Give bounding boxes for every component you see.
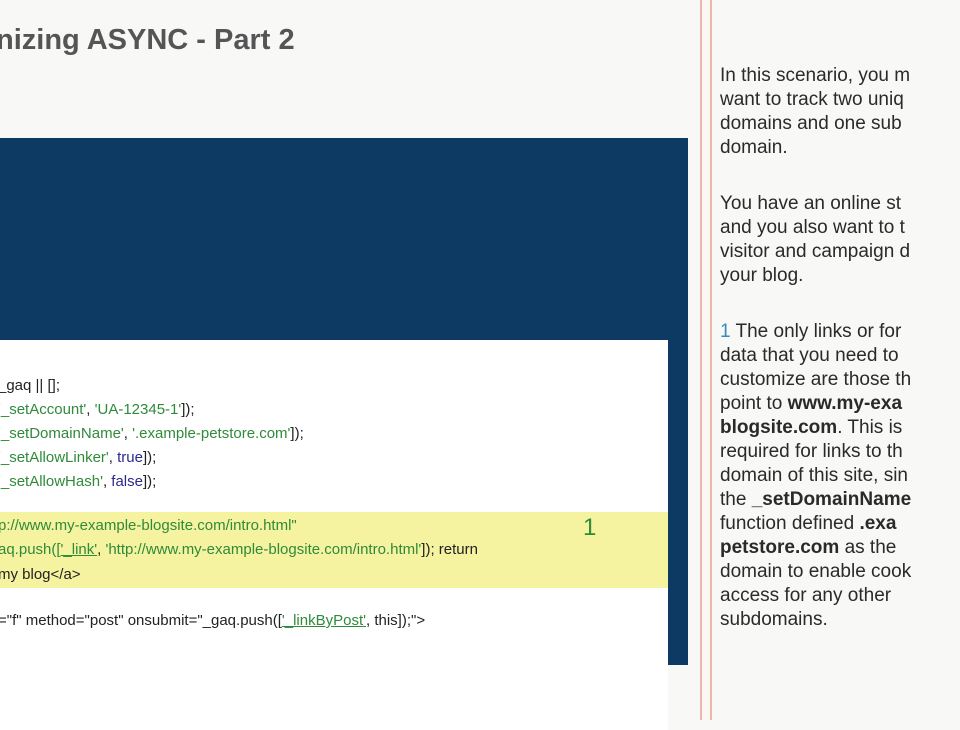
text-segment: as the (839, 537, 897, 558)
text-line: point to www.my-exa (720, 392, 911, 416)
code-panel: 1 _gaq || []; '_setAccount', 'UA-12345-1'… (0, 138, 688, 730)
text-segment: . This is (837, 417, 903, 438)
code-token: my blog</a> (0, 566, 81, 583)
code-token: ]); (142, 473, 157, 490)
code-token: , (97, 541, 106, 558)
code-token: ]); (290, 425, 304, 442)
code-token: 'UA-12345-1' (94, 401, 182, 418)
code-line: p://www.my-example-blogsite.com/intro.ht… (0, 517, 297, 534)
text-segment: petstore.com (720, 537, 840, 558)
text-line: subdomains. (720, 608, 911, 632)
text-segment: data that you need to (720, 345, 899, 366)
code-token: '_setAllowLinker' (0, 449, 109, 466)
text-segment: subdomains. (720, 609, 828, 630)
text-line: required for links to th (720, 440, 911, 464)
code-token: '_linkByPost' (281, 612, 366, 629)
code-token: ="f" method="post" onsubmit="_gaq.push([ (0, 612, 282, 629)
code-line: ="f" method="post" onsubmit="_gaq.push([… (0, 612, 425, 629)
text-line: and you also want to t (720, 216, 911, 240)
code-token: , (86, 401, 95, 418)
text-line: In this scenario, you m (720, 64, 911, 88)
text-line: want to track two uniq (720, 88, 911, 112)
text-segment: You have an online st (720, 193, 902, 214)
code-token: false (111, 473, 143, 490)
divider (700, 0, 712, 720)
text-segment: visitor and campaign d (720, 241, 911, 262)
code-token: _gaq || []; (0, 377, 60, 394)
text-line: domains and one sub (720, 112, 911, 136)
code-line: aq.push(['_link', 'http://www.my-example… (0, 541, 478, 558)
text-segment: _setDomainName (751, 489, 912, 510)
text-line: domain to enable cook (720, 560, 911, 584)
text-segment: www.my-exa (787, 393, 903, 414)
code-line: _gaq || []; (0, 377, 60, 394)
text-segment: In this scenario, you m (720, 65, 911, 86)
code-token: , this]);"> (366, 612, 426, 629)
callout-marker: 1 (583, 514, 597, 541)
code-token: ]); return (421, 541, 478, 558)
text-segment: customize are those th (720, 369, 912, 390)
code-line: '_setAllowHash', false]); (0, 473, 156, 490)
text-line: your blog. (720, 264, 911, 288)
text-segment: your blog. (720, 265, 804, 286)
code-token: p://www.my-example-blogsite.com/intro.ht… (0, 517, 297, 534)
text-line: customize are those th (720, 368, 911, 392)
text-segment: want to track two uniq (720, 89, 904, 110)
code-line: '_setAccount', 'UA-12345-1']); (0, 401, 195, 418)
code-token: '_setAccount' (0, 401, 87, 418)
text-line: visitor and campaign d (720, 240, 911, 264)
code-line: my blog</a> (0, 566, 81, 583)
text-line: data that you need to (720, 344, 911, 368)
code-box: 1 _gaq || []; '_setAccount', 'UA-12345-1'… (0, 340, 668, 730)
text-segment: domain. (720, 137, 788, 158)
text-segment: required for links to th (720, 441, 903, 462)
text-line: blogsite.com. This is (720, 416, 911, 440)
text-segment: point to (720, 393, 788, 414)
text-segment: and you also want to t (720, 217, 905, 238)
text-line: access for any other (720, 584, 911, 608)
text-segment: domain of this site, sin (720, 465, 908, 486)
text-segment: The only links or for (730, 321, 902, 342)
text-line: domain of this site, sin (720, 464, 911, 488)
explanation-text: In this scenario, you m want to track two… (720, 64, 911, 632)
text-line: domain. (720, 136, 911, 160)
code-token: '_setDomainName' (0, 425, 124, 442)
code-token: , (108, 449, 118, 466)
text-line: 1 The only links or for (720, 320, 911, 344)
slide-title: nizing ASYNC - Part 2 (0, 24, 295, 56)
code-token: 'http://www.my-example-blogsite.com/intr… (105, 541, 422, 558)
code-line: '_setAllowLinker', true]); (0, 449, 156, 466)
text-segment: function defined (720, 513, 860, 534)
code-token: '.example-petstore.com' (132, 425, 291, 442)
code-token: , (123, 425, 133, 442)
text-segment: blogsite.com (720, 417, 838, 438)
text-segment: .exa (859, 513, 897, 534)
callout-number: 1 (720, 321, 731, 342)
code-token: true (117, 449, 143, 466)
text-line: You have an online st (720, 192, 911, 216)
code-line: '_setDomainName', '.example-petstore.com… (0, 425, 304, 442)
code-token: aq.push([ (0, 541, 61, 558)
text-segment: the (720, 489, 752, 510)
code-token: ]); (181, 401, 195, 418)
code-token: , (102, 473, 112, 490)
text-segment: access for any other (720, 585, 892, 606)
text-segment: domains and one sub (720, 113, 902, 134)
text-line: petstore.com as the (720, 536, 911, 560)
code-token: '_link' (60, 541, 98, 558)
code-highlight (0, 512, 668, 588)
text-line: the _setDomainName (720, 488, 911, 512)
text-line: function defined .exa (720, 512, 911, 536)
text-segment: domain to enable cook (720, 561, 912, 582)
code-token: ]); (142, 449, 157, 466)
code-token: '_setAllowHash' (0, 473, 103, 490)
